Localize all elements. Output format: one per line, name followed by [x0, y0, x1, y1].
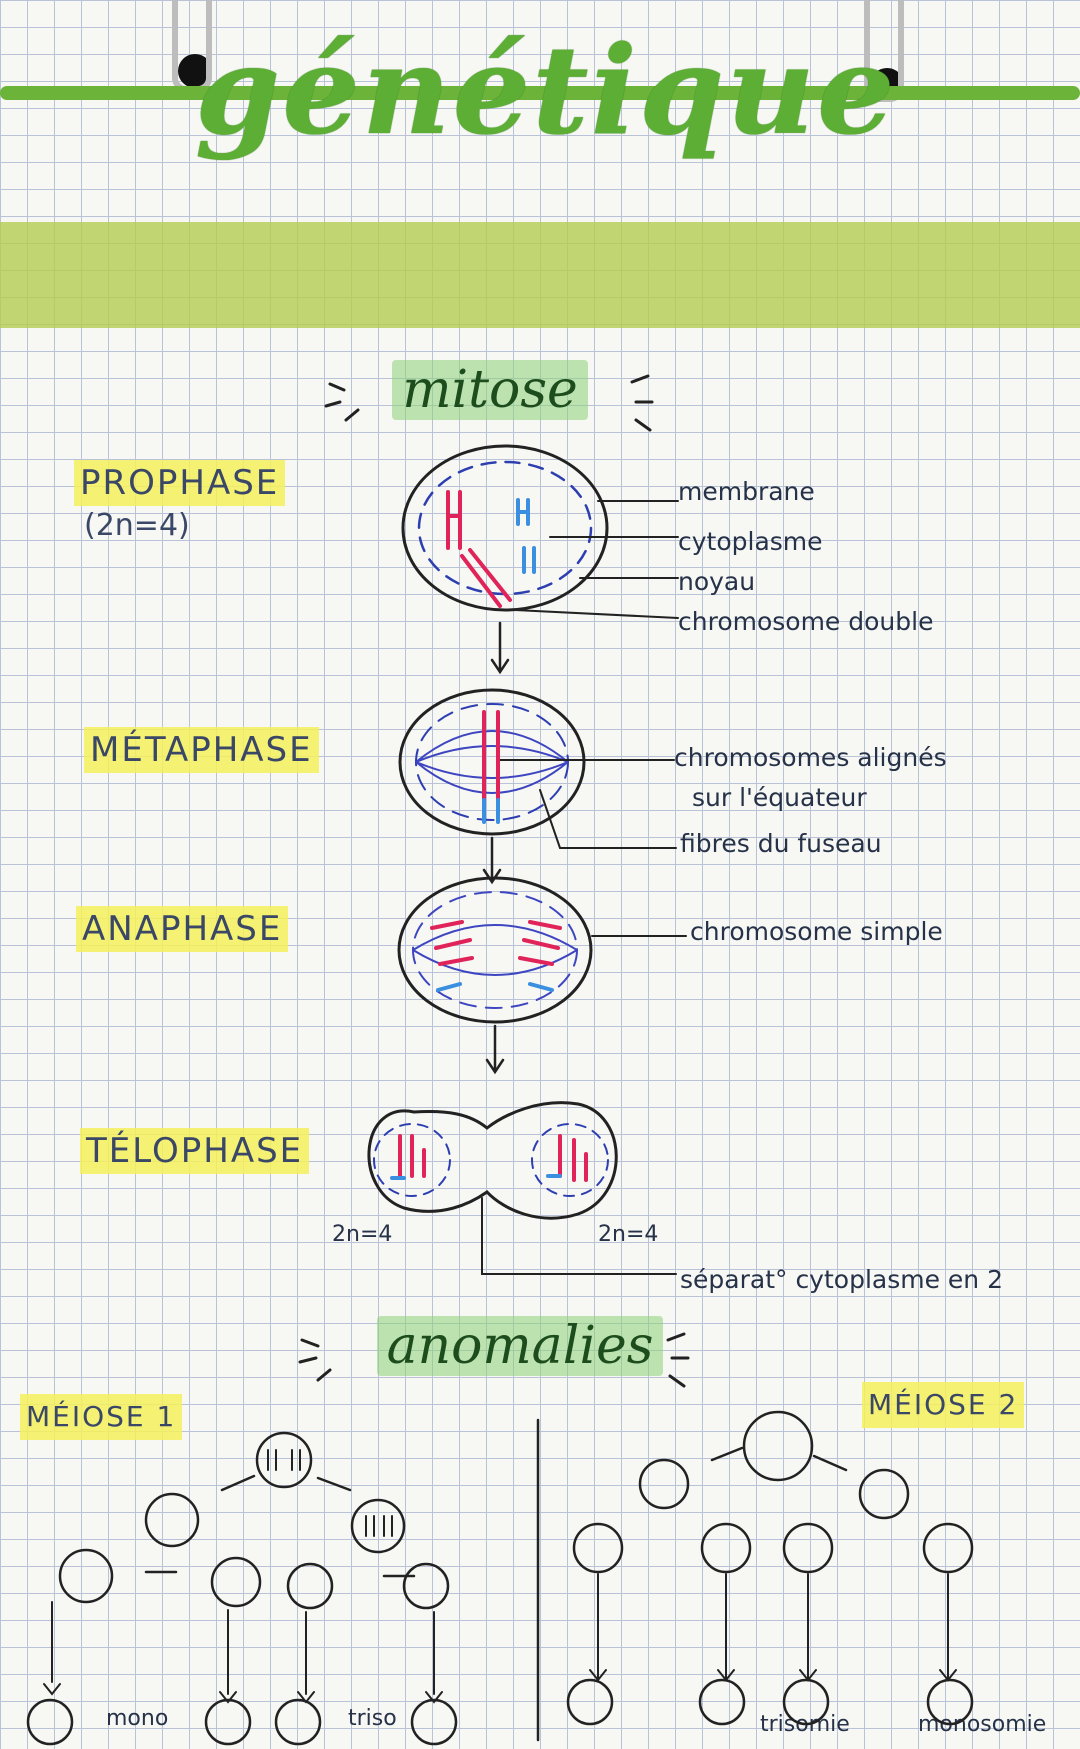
label-mono: mono	[106, 1706, 169, 1731]
label-chromosomes-alignes: chromosomes alignés	[674, 743, 947, 772]
anomalies-heading: anomalies	[340, 1316, 700, 1376]
phase-anaphase: ANAPHASE	[76, 906, 289, 952]
telophase-cells	[367, 1101, 618, 1220]
label-fibres-fuseau: fibres du fuseau	[680, 829, 882, 858]
label-equateur: sur l'équateur	[692, 783, 867, 812]
m1-parent-cell	[255, 1431, 313, 1489]
label-separation-cytoplasme: séparat° cytoplasme en 2	[680, 1265, 1003, 1294]
spindle-fibers	[415, 730, 569, 794]
prophase-nucleus	[417, 460, 593, 596]
anomalies-heading-text: anomalies	[376, 1316, 664, 1376]
label-cytoplasme: cytoplasme	[678, 527, 823, 556]
label-chromosome-simple: chromosome simple	[690, 917, 943, 946]
mitose-heading-text: mitose	[392, 360, 588, 420]
label-membrane: membrane	[678, 477, 815, 506]
tick-mark	[324, 374, 654, 432]
label-triso: triso	[348, 1706, 397, 1731]
prophase-cell	[401, 444, 609, 612]
label-monosomie: monosomie	[918, 1712, 1047, 1737]
metaphase-cell	[398, 688, 586, 836]
anaphase-cell	[397, 876, 593, 1024]
mitose-heading: mitose	[320, 360, 660, 420]
page-title: génétique	[195, 18, 897, 162]
meiose1-label: MÉIOSE 1	[20, 1394, 183, 1440]
meiose2-label: MÉIOSE 2	[862, 1382, 1025, 1428]
label-chromosome-double: chromosome double	[678, 607, 934, 636]
prophase-ploidy: (2n=4)	[84, 508, 190, 543]
tick-mark	[298, 1332, 690, 1388]
m2-parent-cell	[742, 1410, 814, 1482]
label-noyau: noyau	[678, 567, 756, 596]
ploidy-right: 2n=4	[598, 1222, 659, 1247]
highlight-band	[0, 222, 1080, 328]
ploidy-left: 2n=4	[332, 1222, 393, 1247]
phase-telophase: TÉLOPHASE	[80, 1128, 310, 1174]
phase-prophase: PROPHASE	[74, 460, 286, 506]
title-underline	[0, 86, 1080, 100]
phase-metaphase: MÉTAPHASE	[84, 727, 319, 773]
